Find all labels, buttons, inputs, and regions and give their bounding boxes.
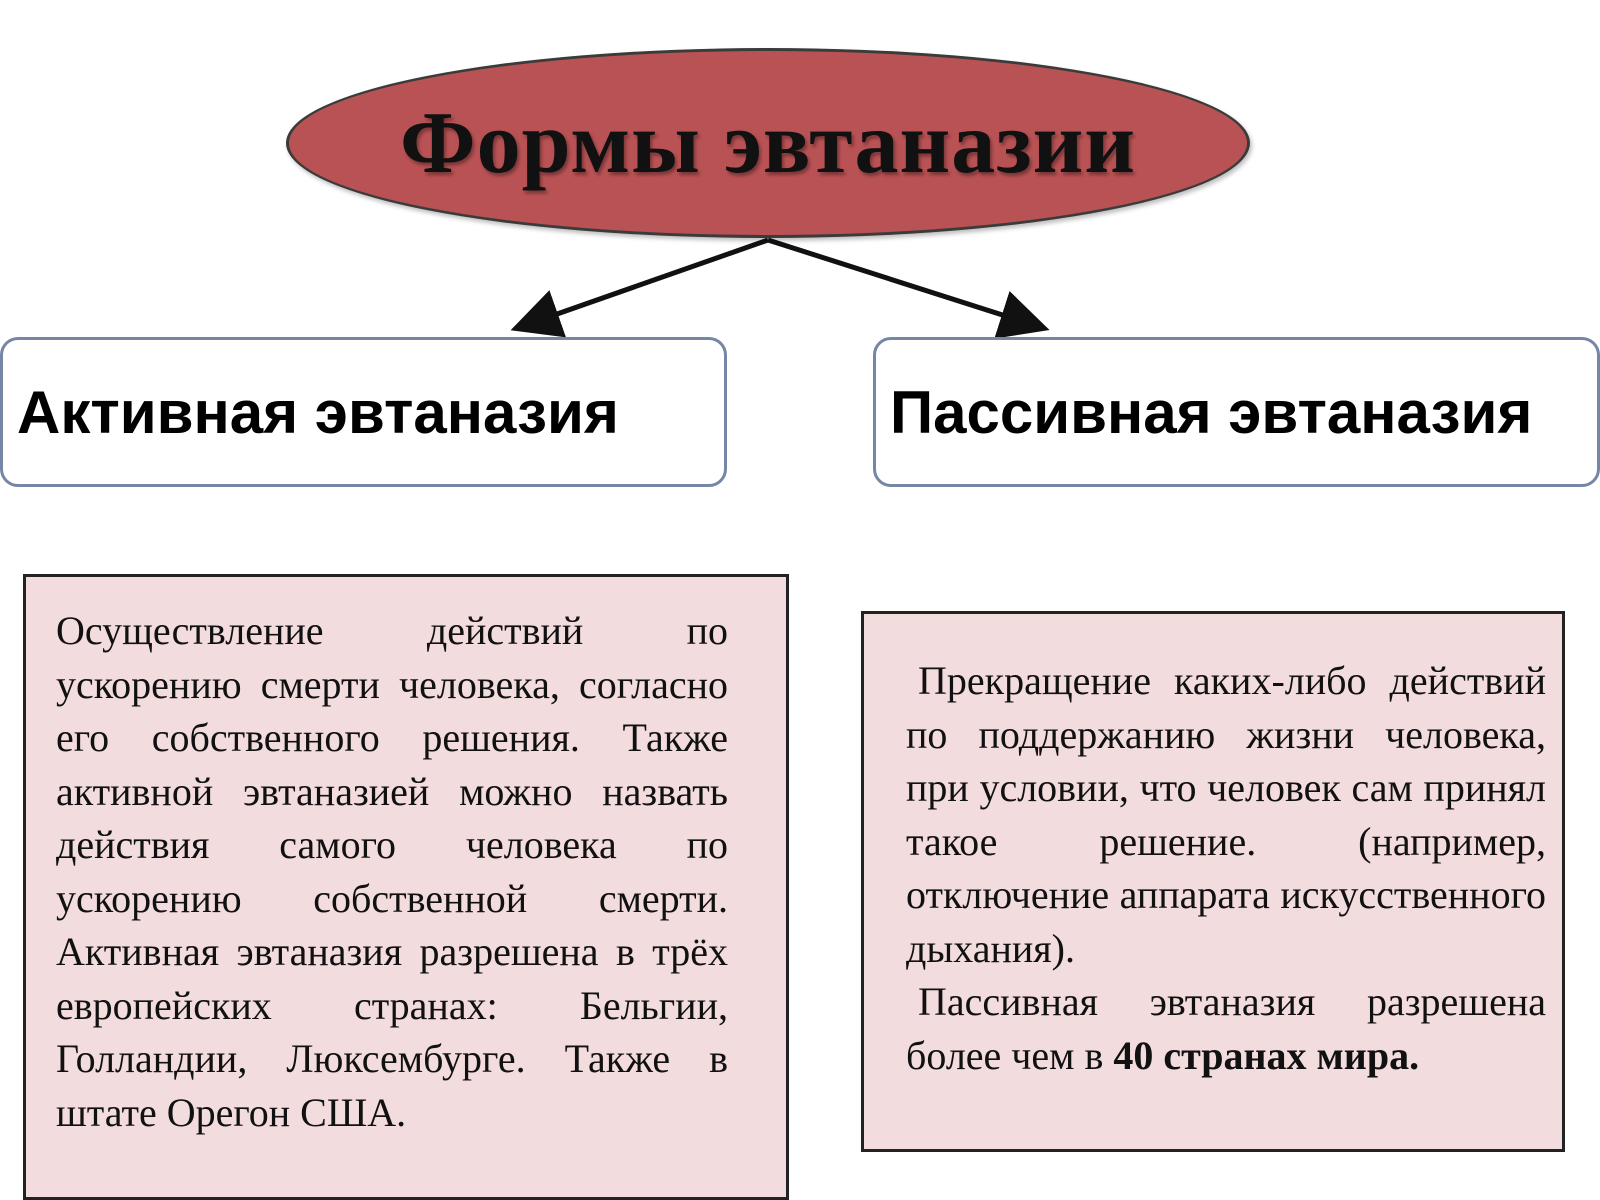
passive-allowed-prefix: Пассивная эвтаназия разрешена более чем …: [906, 979, 1546, 1078]
arrow-to-passive: [767, 237, 1050, 339]
active-euthanasia-label: Активная эвтаназия: [17, 378, 619, 446]
passive-euthanasia-box: Пассивная эвтаназия: [873, 337, 1600, 487]
active-euthanasia-box: Активная эвтаназия: [0, 337, 727, 487]
passive-description-box: Прекращение каких-либо действий по подде…: [861, 611, 1565, 1152]
active-description-text: Осуществление действий по ускорению смер…: [56, 608, 728, 1135]
arrow-to-active: [510, 237, 769, 338]
title-ellipse: Формы эвтаназии: [286, 48, 1250, 238]
active-description-box: Осуществление действий по ускорению смер…: [23, 574, 789, 1200]
passive-euthanasia-label: Пассивная эвтаназия: [890, 378, 1533, 446]
passive-allowed-count: 40 странах мира.: [1113, 1032, 1420, 1078]
diagram-title: Формы эвтаназии: [400, 94, 1136, 192]
passive-allowed-text: Пассивная эвтаназия разрешена более чем …: [906, 975, 1546, 1082]
passive-description-text: Прекращение каких-либо действий по подде…: [906, 658, 1546, 971]
